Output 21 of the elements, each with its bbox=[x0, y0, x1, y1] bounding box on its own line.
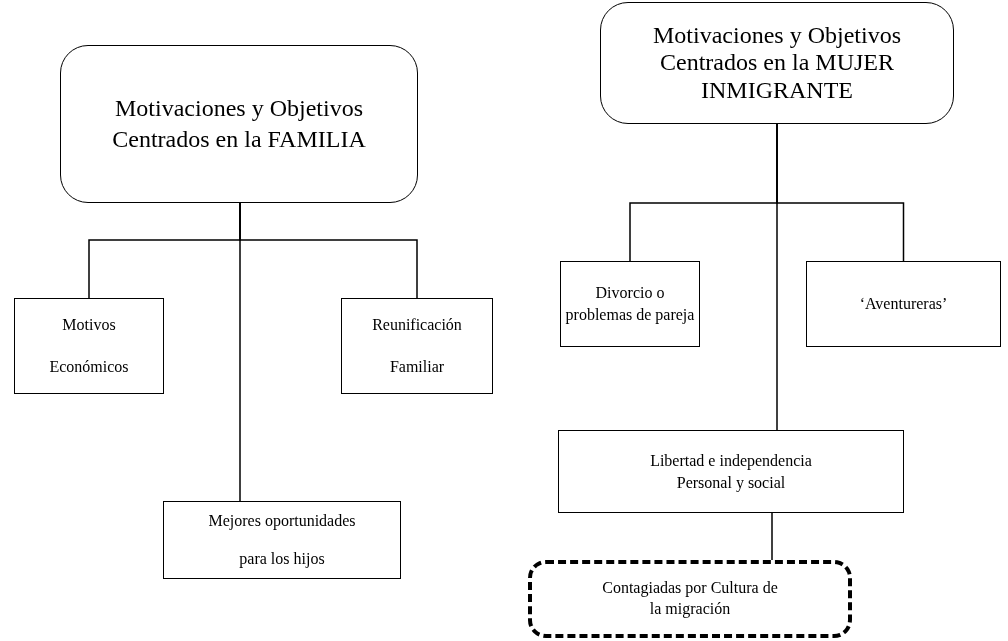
box-text: ‘Aventureras’ bbox=[859, 294, 948, 315]
text-box bbox=[600, 2, 954, 124]
box-text: Contagiadas por Cultura de la migración bbox=[601, 578, 779, 620]
box-text: Libertad e independencia Personal y social bbox=[649, 450, 813, 494]
text-box bbox=[60, 45, 418, 203]
connector-line bbox=[776, 123, 778, 431]
connector-line bbox=[239, 202, 241, 502]
text-box bbox=[163, 501, 401, 579]
text-box bbox=[558, 430, 904, 513]
box-text: Motivos Económicos bbox=[48, 315, 130, 377]
text-box bbox=[560, 261, 700, 347]
box-text: Reunificación Familiar bbox=[371, 315, 463, 377]
box-text: Divorcio o problemas de pareja bbox=[564, 283, 696, 326]
text-box bbox=[528, 560, 852, 638]
box-text: Motivaciones y Objetivos Centrados en la FAMILIA bbox=[111, 93, 367, 154]
box-text: Mejores oportunidades para los hijos bbox=[207, 510, 357, 570]
connector-line bbox=[771, 512, 773, 561]
box-text: Motivaciones y Objetivos Centrados en la MUJER INMIGRANTE bbox=[652, 21, 902, 105]
text-box bbox=[14, 298, 164, 394]
text-box bbox=[341, 298, 493, 394]
text-box bbox=[806, 261, 1001, 347]
